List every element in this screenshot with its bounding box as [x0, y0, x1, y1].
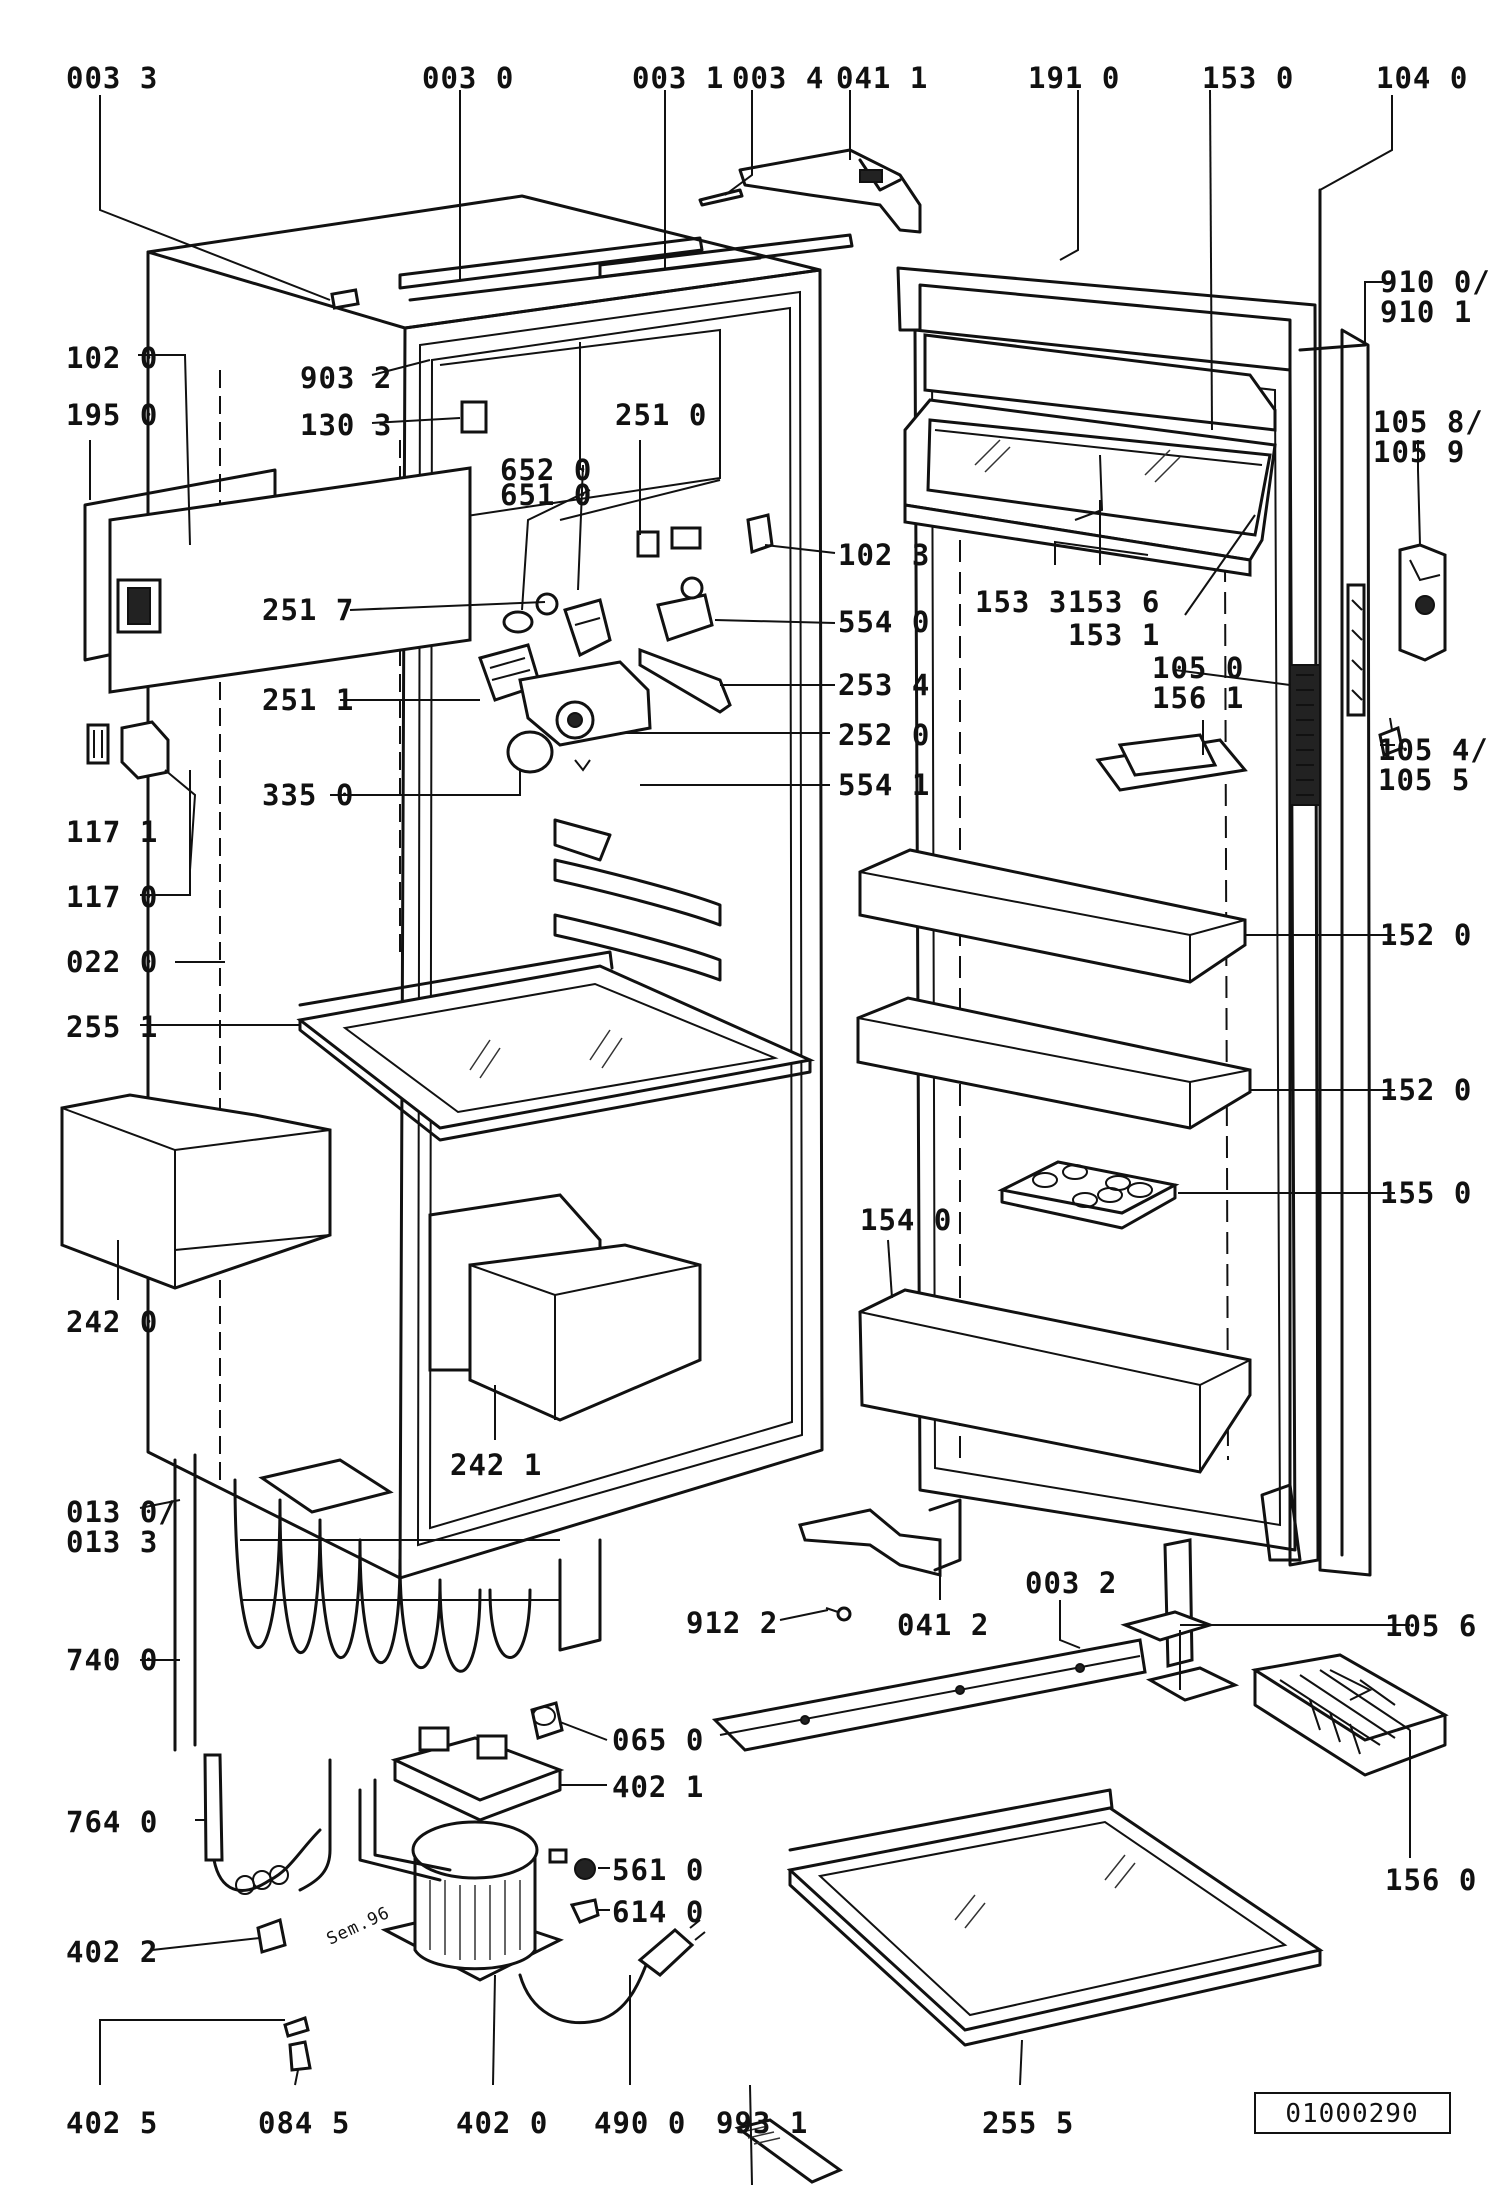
- ice-cube-tray: [1250, 1653, 1449, 1777]
- power-cord: [518, 1919, 706, 2025]
- lower-hinge: [798, 1498, 962, 1622]
- label-105-9: 105 9: [1373, 435, 1465, 469]
- drip-tray: [390, 1701, 565, 1822]
- label-764-0: 764 0: [66, 1805, 158, 1839]
- label-003-4: 003 4: [732, 61, 824, 95]
- label-402-0: 402 0: [456, 2106, 548, 2140]
- door-bracket: [1120, 1538, 1240, 1702]
- label-153-3: 153 3: [975, 585, 1067, 619]
- label-105-4: 105 4/: [1378, 733, 1489, 767]
- part-labels: 003 3 003 0 003 1 003 4 041 1 191 0 153 …: [66, 61, 1491, 2140]
- reference-number: 01000290: [1285, 2099, 1418, 2129]
- label-554-1: 554 1: [838, 768, 930, 802]
- label-155-0: 155 0: [1380, 1176, 1472, 1210]
- label-910-1: 910 1: [1380, 295, 1472, 329]
- label-195-0: 195 0: [66, 398, 158, 432]
- label-251-0: 251 0: [615, 398, 707, 432]
- clips: [86, 720, 170, 780]
- label-130-3: 130 3: [300, 408, 392, 442]
- leader-lines: [89, 89, 1421, 2186]
- label-253-4: 253 4: [838, 668, 930, 702]
- label-242-0: 242 0: [66, 1305, 158, 1339]
- label-153-6: 153 6: [1068, 585, 1160, 619]
- condenser: [173, 1453, 602, 1752]
- label-003-2: 003 2: [1025, 1566, 1117, 1600]
- label-156-1: 156 1: [1152, 681, 1244, 715]
- label-117-0: 117 0: [66, 880, 158, 914]
- label-153-0: 153 0: [1202, 61, 1294, 95]
- label-561-0: 561 0: [612, 1853, 704, 1887]
- small-parts: [256, 1917, 844, 2184]
- label-105-6: 105 6: [1385, 1609, 1477, 1643]
- label-554-0: 554 0: [838, 605, 930, 639]
- label-153-1: 153 1: [1068, 618, 1160, 652]
- label-402-1: 402 1: [612, 1770, 704, 1804]
- label-490-0: 490 0: [594, 2106, 686, 2140]
- label-105-0: 105 0: [1152, 651, 1244, 685]
- label-402-2: 402 2: [66, 1935, 158, 1969]
- lamp-thermostat-assembly: [460, 400, 774, 774]
- label-255-1: 255 1: [66, 1010, 158, 1044]
- label-255-5: 255 5: [982, 2106, 1074, 2140]
- label-105-8: 105 8/: [1373, 405, 1484, 439]
- label-402-5: 402 5: [66, 2106, 158, 2140]
- label-003-0: 003 0: [422, 61, 514, 95]
- bottom-glass-shelf: [786, 1788, 1324, 2047]
- label-154-0: 154 0: [860, 1203, 952, 1237]
- label-105-5: 105 5: [1378, 763, 1470, 797]
- label-242-1: 242 1: [450, 1448, 542, 1482]
- label-993-1: 993 1: [716, 2106, 808, 2140]
- compressor: [358, 1778, 600, 1982]
- door-hinge-parts: [1346, 543, 1447, 758]
- label-084-5: 084 5: [258, 2106, 350, 2140]
- top-rails: [330, 188, 854, 310]
- label-910-0: 910 0/: [1380, 265, 1491, 299]
- label-191-0: 191 0: [1028, 61, 1120, 95]
- capillary-sensor: [203, 1753, 332, 1895]
- label-652-0: 652 0: [500, 453, 592, 487]
- label-903-2: 903 2: [300, 361, 392, 395]
- reference-box: 01000290: [1254, 2092, 1451, 2134]
- glass-shelf: [296, 950, 816, 1142]
- label-252-0: 252 0: [838, 718, 930, 752]
- label-912-2: 912 2: [686, 1606, 778, 1640]
- label-041-1: 041 1: [836, 61, 928, 95]
- label-104-0: 104 0: [1376, 61, 1468, 95]
- label-251-7: 251 7: [262, 593, 354, 627]
- upper-hinge: [738, 148, 922, 234]
- label-065-0: 065 0: [612, 1723, 704, 1757]
- label-651-0: 651 0: [500, 478, 592, 512]
- label-041-2: 041 2: [897, 1608, 989, 1642]
- label-102-0: 102 0: [66, 341, 158, 375]
- door: [856, 188, 1372, 1577]
- label-152-0-b: 152 0: [1380, 1073, 1472, 1107]
- label-152-0-a: 152 0: [1380, 918, 1472, 952]
- top-cover-panel: [83, 466, 472, 694]
- label-251-1: 251 1: [262, 683, 354, 717]
- label-013-0: 013 0/: [66, 1495, 177, 1529]
- label-117-1: 117 1: [66, 815, 158, 849]
- label-013-3: 013 3: [66, 1525, 158, 1559]
- label-156-0: 156 0: [1385, 1863, 1477, 1897]
- label-003-3: 003 3: [66, 61, 158, 95]
- label-335-0: 335 0: [262, 778, 354, 812]
- label-614-0: 614 0: [612, 1895, 704, 1929]
- label-740-0: 740 0: [66, 1643, 158, 1677]
- plinth-bar: [711, 1638, 1147, 1752]
- crisper-drawers: [60, 1093, 702, 1422]
- date-note: Sem.96: [324, 1903, 394, 1950]
- label-022-0: 022 0: [66, 945, 158, 979]
- label-003-1: 003 1: [632, 61, 724, 95]
- label-102-3: 102 3: [838, 538, 930, 572]
